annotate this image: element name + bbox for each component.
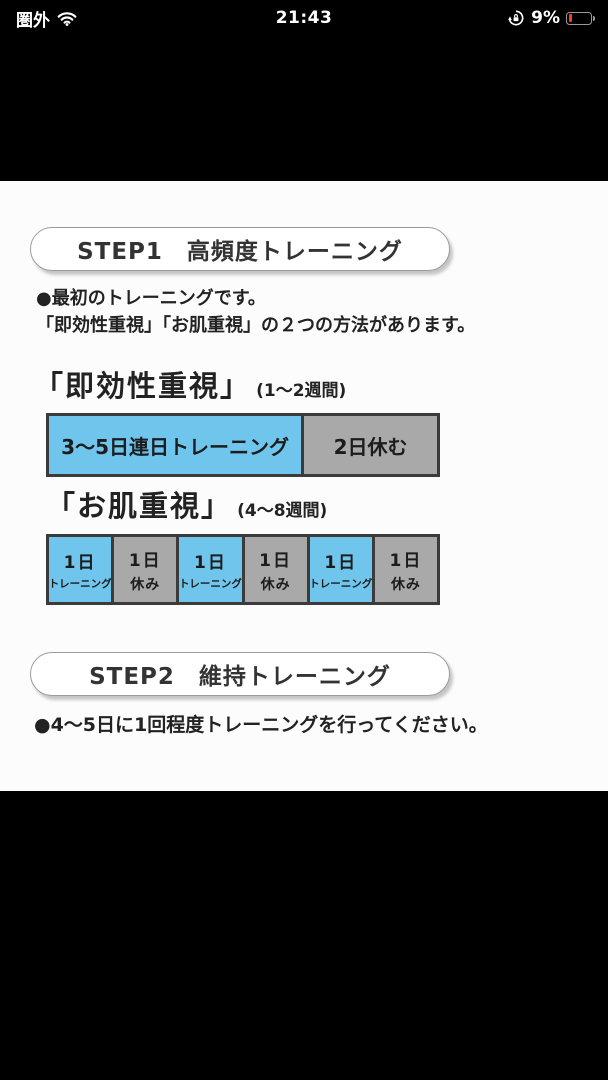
status-bar-left: 圏外 — [16, 6, 77, 31]
battery-icon — [566, 11, 595, 25]
battery-percent: 9% — [531, 8, 560, 28]
method1-rest-label: 2日休む — [333, 434, 408, 459]
cell-activity-label: トレーニング — [49, 578, 112, 590]
method1-schedule-bar: 3～5日連日トレーニング 2日休む — [46, 413, 440, 477]
method2-day-cell: 1日 トレーニング — [49, 537, 112, 602]
method2-day-cell: 1日 休み — [111, 537, 177, 602]
method1-training-label: 3～5日連日トレーニング — [61, 434, 290, 459]
battery-nub — [592, 16, 595, 21]
cell-activity-label: 休み — [390, 576, 421, 593]
method1-heading: 「即効性重視」 (1～2週間) — [34, 363, 346, 405]
clock: 21:43 — [275, 8, 333, 28]
training-guide-image: STEP1 高頻度トレーニング ●最初のトレーニングです。 「即効性重視」「お肌… — [0, 181, 608, 791]
step2-header: STEP2 維持トレーニング — [30, 652, 450, 696]
method1-training-segment: 3～5日連日トレーニング — [49, 416, 302, 474]
method1-duration: (1～2週間) — [256, 381, 347, 401]
step1-header: STEP1 高頻度トレーニング — [30, 227, 450, 271]
cell-day-label: 1日 — [389, 550, 423, 571]
method2-day-cell: 1日 休み — [371, 537, 438, 602]
method1-name: 「即効性重視」 — [34, 369, 252, 403]
step1-title: STEP1 高頻度トレーニング — [77, 239, 403, 265]
cell-day-label: 1日 — [324, 553, 358, 573]
step1-intro-line1: ●最初のトレーニングです。 — [36, 288, 266, 309]
carrier-label: 圏外 — [16, 10, 50, 31]
battery-level-fill — [568, 14, 572, 22]
method2-duration: (4～8週間) — [237, 501, 328, 521]
cell-day-label: 1日 — [259, 550, 293, 571]
cell-activity-label: トレーニング — [178, 578, 242, 590]
step1-intro-line2: 「即効性重視」「お肌重視」の２つの方法があります。 — [36, 315, 476, 336]
cell-day-label: 1日 — [128, 550, 162, 571]
method1-rest-segment: 2日休む — [301, 416, 437, 474]
status-bar: 圏外 21:43 9% — [0, 0, 608, 36]
cell-activity-label: 休み — [130, 576, 161, 593]
cell-day-label: 1日 — [194, 553, 227, 573]
method2-day-cell: 1日 トレーニング — [176, 537, 242, 602]
cell-activity-label: トレーニング — [309, 578, 372, 590]
method2-name: 「お肌重視」 — [46, 489, 233, 523]
status-bar-right: 9% — [507, 8, 595, 28]
method2-schedule-bar: 1日 トレーニング 1日 休み 1日 トレーニング 1日 休み 1日 トレーニン… — [46, 534, 440, 605]
step1-intro: ●最初のトレーニングです。 「即効性重視」「お肌重視」の２つの方法があります。 — [36, 285, 475, 339]
step2-note: ●4～5日に1回程度トレーニングを行ってください。 — [34, 714, 488, 736]
method2-day-cell: 1日 休み — [241, 537, 307, 602]
step2-title: STEP2 維持トレーニング — [89, 664, 391, 690]
orientation-lock-icon — [507, 9, 525, 27]
method2-heading: 「お肌重視」 (4～8週間) — [46, 483, 327, 525]
cell-day-label: 1日 — [63, 553, 97, 573]
wifi-icon — [57, 11, 77, 26]
method2-day-cell: 1日 トレーニング — [306, 537, 372, 602]
cell-activity-label: 休み — [260, 576, 291, 593]
